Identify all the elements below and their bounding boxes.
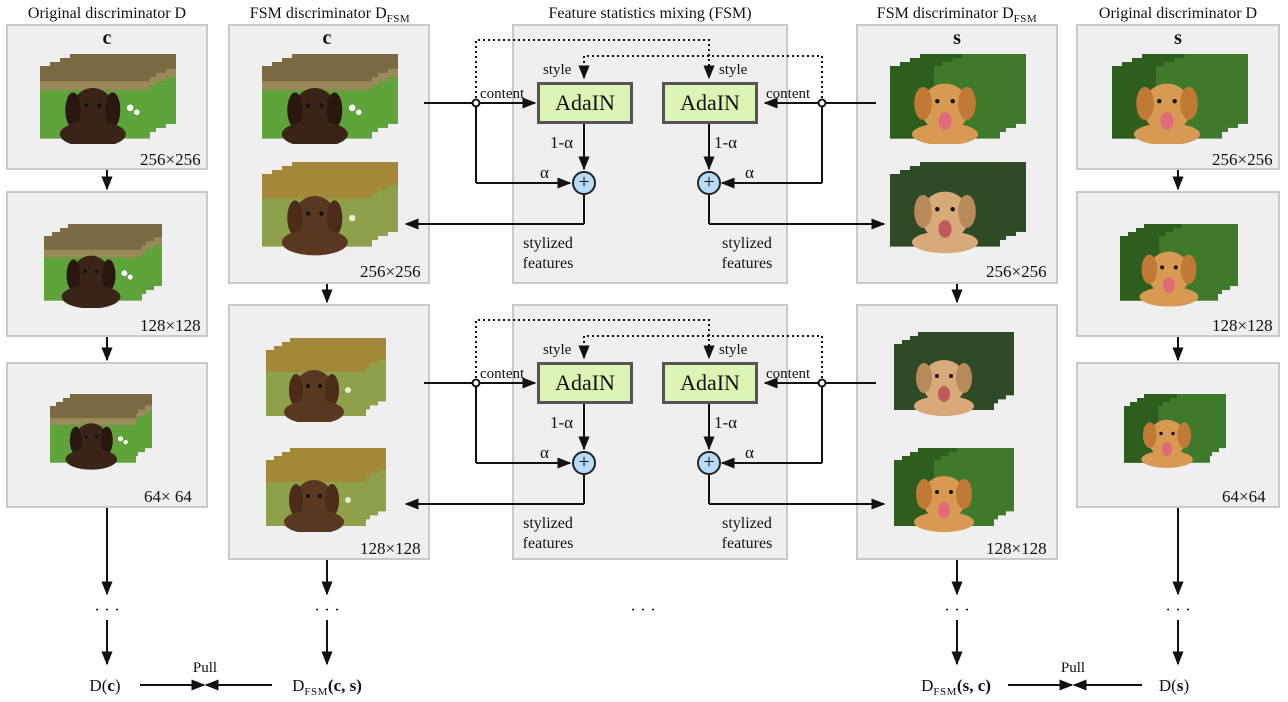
ellipsis: · · · — [314, 600, 340, 619]
adain-block: AdaIN — [662, 82, 758, 124]
output-dfsm-s-c: DFSM(s, c) — [921, 676, 991, 698]
size-label: 256×256 — [140, 150, 201, 169]
size-label: 64×64 — [1222, 487, 1266, 506]
size-label: 128×128 — [1212, 316, 1273, 335]
output-d-c: D(c) — [89, 676, 121, 695]
size-label: 256×256 — [1212, 150, 1273, 169]
alpha-label: α — [540, 163, 549, 182]
one-minus-alpha-label: 1-α — [714, 133, 738, 152]
one-minus-alpha-label: 1-α — [550, 133, 574, 152]
stylized-label: stylized — [523, 515, 573, 532]
style-label: style — [719, 342, 748, 358]
title-fsm-left: FSM discriminator DFSM — [249, 5, 411, 25]
stylized-label: stylized — [722, 515, 772, 532]
content-label: content — [480, 366, 525, 382]
output-d-s: D(s) — [1158, 676, 1190, 695]
title-orig-left: Original discriminator D — [27, 5, 187, 22]
output-dfsm-c-s: DFSM(c, s) — [292, 676, 362, 698]
alpha-label: α — [540, 443, 549, 462]
style-label: style — [543, 342, 572, 358]
content-label: content — [766, 366, 811, 382]
content-label-fsm: c — [322, 27, 332, 49]
size-label: 128×128 — [140, 316, 201, 335]
ellipsis: · · · — [94, 600, 120, 619]
plus-icon: + — [572, 451, 596, 475]
style-label: style — [543, 62, 572, 78]
alpha-label: α — [745, 163, 754, 182]
ellipsis: · · · — [630, 600, 656, 619]
ellipsis: · · · — [1165, 600, 1191, 619]
one-minus-alpha-label: 1-α — [550, 413, 574, 432]
plus-icon: + — [572, 171, 596, 195]
one-minus-alpha-label: 1-α — [714, 413, 738, 432]
size-label: 256×256 — [360, 262, 421, 281]
content-label: content — [766, 86, 811, 102]
content-label: content — [480, 86, 525, 102]
title-fsm-right: FSM discriminator DFSM — [876, 5, 1038, 25]
features-label: features — [721, 535, 773, 552]
fsm-mix-top — [512, 24, 788, 284]
title-orig-right: Original discriminator D — [1098, 5, 1258, 22]
adain-block: AdaIN — [662, 362, 758, 404]
size-label: 128×128 — [986, 539, 1047, 558]
stylized-label: stylized — [722, 235, 772, 252]
alpha-label: α — [745, 443, 754, 462]
adain-block: AdaIN — [537, 82, 633, 124]
features-label: features — [721, 255, 773, 272]
adain-block: AdaIN — [537, 362, 633, 404]
style-label-fsm: s — [953, 27, 961, 49]
features-label: features — [522, 535, 574, 552]
features-label: features — [522, 255, 574, 272]
fsm-mix-bottom — [512, 304, 788, 560]
stylized-label: stylized — [523, 235, 573, 252]
style-label-orig: s — [1174, 27, 1182, 49]
ellipsis: · · · — [944, 600, 970, 619]
size-label: 64× 64 — [144, 487, 192, 506]
size-label: 256×256 — [986, 262, 1047, 281]
title-fsm-mix: Feature statistics mixing (FSM) — [548, 5, 752, 22]
pull-label: Pull — [1060, 660, 1086, 676]
size-label: 128×128 — [360, 539, 421, 558]
plus-icon: + — [697, 451, 721, 475]
plus-icon: + — [697, 171, 721, 195]
content-label-orig: c — [102, 27, 112, 49]
style-label: style — [719, 62, 748, 78]
pull-label: Pull — [192, 660, 218, 676]
